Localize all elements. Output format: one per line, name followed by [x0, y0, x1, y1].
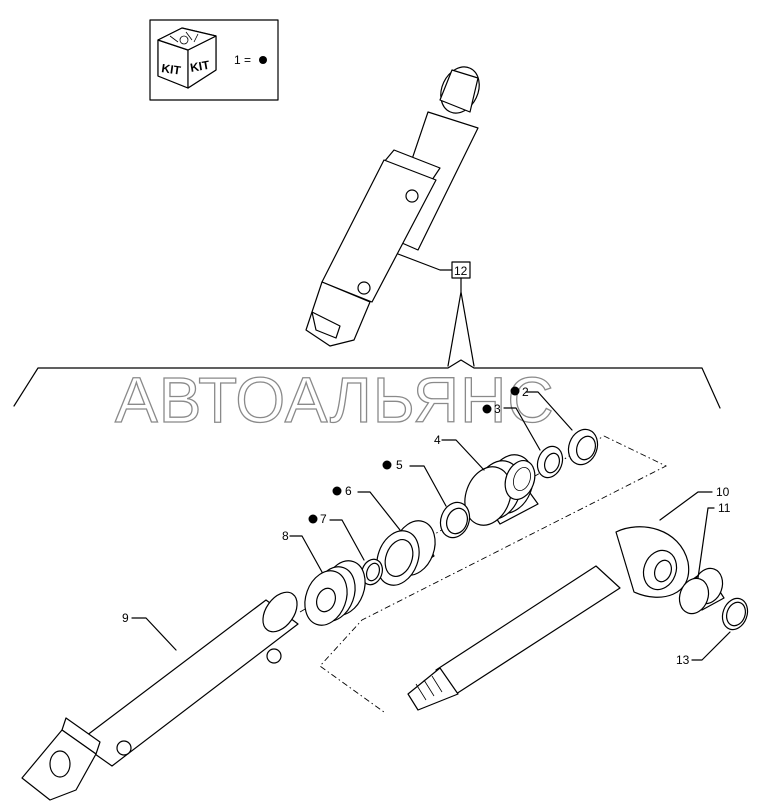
callout-4: 4: [434, 433, 441, 447]
kit-dot-icon: [382, 460, 392, 470]
kit-dot-icon: [482, 404, 492, 414]
kit-legend: KIT KIT 1 =: [149, 19, 279, 101]
callout-13: 13: [676, 653, 690, 667]
kit-dot-icon: [259, 56, 267, 64]
kit-dot-icon: [510, 386, 520, 396]
part-10-piston-rod: [407, 526, 690, 711]
callout-5: 5: [382, 458, 403, 472]
exploded-bracket: [13, 359, 721, 409]
part-3-ring: [536, 445, 564, 479]
callout-10: 10: [716, 485, 730, 499]
kit-dot-icon: [332, 486, 342, 496]
callout-label: 7: [320, 512, 327, 526]
callout-label: 8: [282, 529, 289, 543]
kit-legend-frame: [149, 19, 279, 101]
callout-label: 6: [345, 484, 352, 498]
callout-label: 2: [522, 385, 529, 399]
kit-dot-icon: [308, 514, 318, 524]
callout-3: 3: [482, 402, 501, 416]
callout-7: 7: [308, 512, 327, 526]
leader-lines: [131, 391, 731, 661]
assembled-cylinder: [305, 66, 480, 347]
kit-legend-text: 1 =: [234, 53, 251, 67]
callout-label: 13: [676, 653, 690, 667]
part-11-bushing: [678, 567, 725, 615]
part-4-cylinder-head: [464, 454, 539, 526]
callout-label: 5: [396, 458, 403, 472]
part-2-seal: [567, 428, 599, 466]
part-8-piston: [304, 560, 366, 626]
watermark-text: АВТОАЛЬЯНС: [115, 364, 555, 436]
kit-badge-left: KIT: [161, 61, 183, 78]
callout-label: 3: [494, 402, 501, 416]
callout-label: 9: [122, 611, 129, 625]
assembly-ref-label: 12: [454, 264, 468, 278]
kit-badge-right: KIT: [189, 58, 211, 75]
callout-8: 8: [282, 529, 289, 543]
part-6-piston-ring: [376, 520, 436, 586]
callout-11: 11: [718, 501, 731, 515]
callout-9: 9: [122, 611, 129, 625]
callout-label: 11: [718, 501, 731, 515]
callout-6: 6: [332, 484, 352, 498]
callout-label: 10: [716, 485, 730, 499]
kit-box-icon: KIT KIT: [157, 27, 217, 89]
callout-label: 4: [434, 433, 441, 447]
part-9-barrel: [21, 591, 299, 801]
callout-2: 2: [510, 385, 529, 399]
